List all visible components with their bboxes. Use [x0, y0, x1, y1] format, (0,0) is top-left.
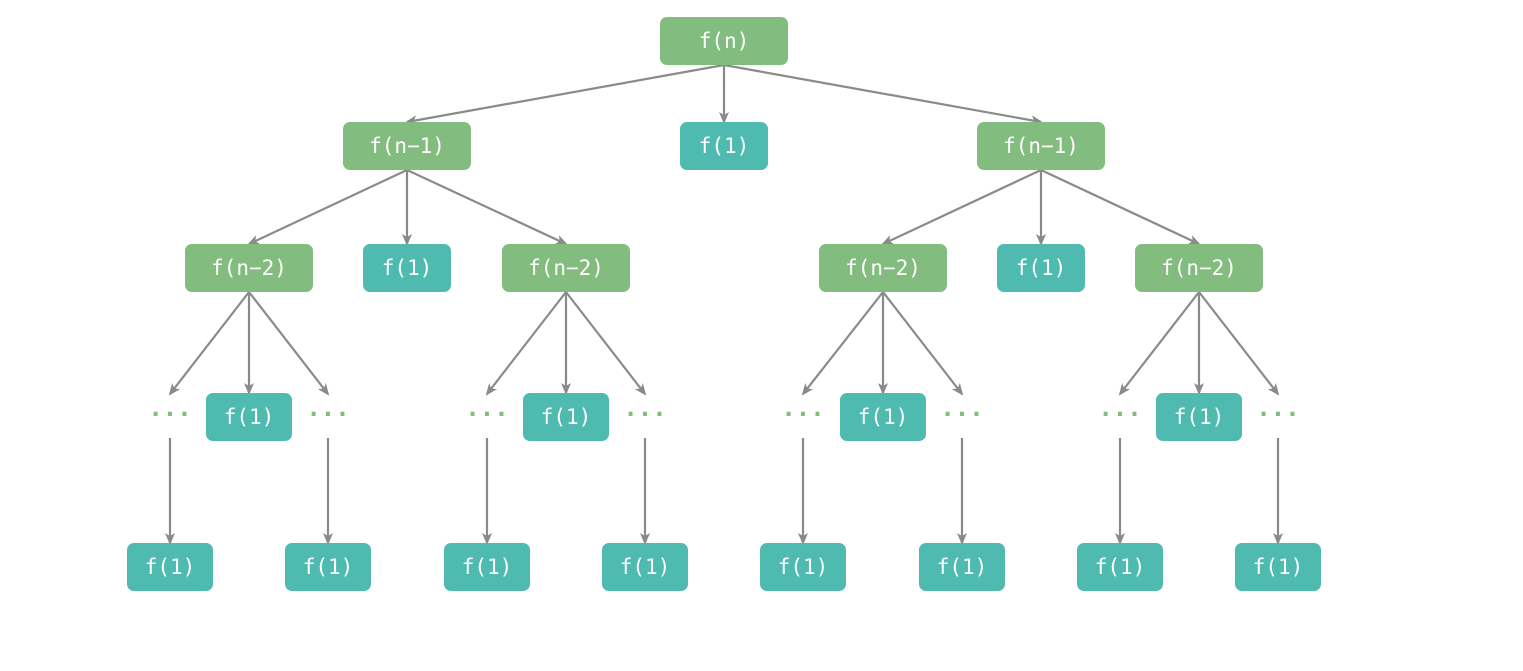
ellipsis-label: ···: [1256, 400, 1299, 428]
base-node-box: [602, 543, 688, 591]
node-label: f(1): [382, 256, 433, 280]
node-label: f(n−2): [211, 256, 287, 280]
edge-l1a-to-l2a: [247, 169, 408, 245]
node-b3: f(1): [840, 393, 926, 441]
node-label: f(1): [145, 555, 196, 579]
node-label: f(1): [937, 555, 988, 579]
node-label: f(1): [858, 405, 909, 429]
node-e7: ···: [1098, 400, 1141, 428]
ellipsis-label: ···: [940, 400, 983, 428]
base-node-box: [680, 122, 768, 170]
edge-l2c-to-e4: [565, 291, 647, 396]
node-label: f(1): [1174, 405, 1225, 429]
node-label: f(1): [303, 555, 354, 579]
node-root: f(n): [660, 17, 788, 65]
edge-l2c-to-e3: [485, 291, 567, 396]
node-b4: f(1): [1156, 393, 1242, 441]
node-label: f(1): [1253, 555, 1304, 579]
node-label: f(n−2): [1161, 256, 1237, 280]
node-label: f(n−1): [369, 134, 445, 158]
node-f4: f(1): [602, 543, 688, 591]
node-f3: f(1): [444, 543, 530, 591]
base-node-box: [523, 393, 609, 441]
node-l2f: f(n−2): [1135, 244, 1263, 292]
base-node-box: [997, 244, 1085, 292]
ellipsis-label: ···: [623, 400, 666, 428]
node-b2: f(1): [523, 393, 609, 441]
recursive-node-box: [977, 122, 1105, 170]
node-e4: ···: [623, 400, 666, 428]
node-f5: f(1): [760, 543, 846, 591]
node-label: f(n): [699, 29, 750, 53]
base-node-box: [206, 393, 292, 441]
node-l2e: f(1): [997, 244, 1085, 292]
node-l2a: f(n−2): [185, 244, 313, 292]
ellipsis-label: ···: [306, 400, 349, 428]
edges-layer: [165, 63, 1283, 545]
base-node-box: [919, 543, 1005, 591]
base-node-box: [1156, 393, 1242, 441]
node-f7: f(1): [1077, 543, 1163, 591]
node-e8: ···: [1256, 400, 1299, 428]
recursive-node-box: [819, 244, 947, 292]
node-l1b: f(1): [680, 122, 768, 170]
recursive-node-box: [185, 244, 313, 292]
node-label: f(n−1): [1003, 134, 1079, 158]
edge-root-to-l1c: [723, 63, 1043, 126]
base-node-box: [444, 543, 530, 591]
edge-l2f-to-e7: [1118, 291, 1200, 396]
node-label: f(1): [1016, 256, 1067, 280]
node-label: f(1): [620, 555, 671, 579]
node-l2b: f(1): [363, 244, 451, 292]
node-b1: f(1): [206, 393, 292, 441]
node-e6: ···: [940, 400, 983, 428]
node-label: f(1): [541, 405, 592, 429]
base-node-box: [285, 543, 371, 591]
base-node-box: [1077, 543, 1163, 591]
base-node-box: [840, 393, 926, 441]
base-node-box: [127, 543, 213, 591]
node-label: f(1): [699, 134, 750, 158]
edge-l2a-to-e1: [168, 291, 250, 396]
recursive-node-box: [1135, 244, 1263, 292]
node-l1a: f(n−1): [343, 122, 471, 170]
base-node-box: [760, 543, 846, 591]
node-l2c: f(n−2): [502, 244, 630, 292]
recursive-node-box: [502, 244, 630, 292]
ellipsis-label: ···: [1098, 400, 1141, 428]
node-label: f(1): [462, 555, 513, 579]
node-label: f(1): [778, 555, 829, 579]
edge-l1a-to-l2c: [406, 169, 568, 245]
ellipsis-label: ···: [148, 400, 191, 428]
nodes-layer: f(n) f(n−1) f(1) f(n−1) f(n−2) f(1) f(n−2) f(n−…: [127, 17, 1321, 591]
ellipsis-label: ···: [465, 400, 508, 428]
node-f6: f(1): [919, 543, 1005, 591]
node-label: f(n−2): [845, 256, 921, 280]
node-f2: f(1): [285, 543, 371, 591]
base-node-box: [1235, 543, 1321, 591]
edge-l2d-to-e5: [801, 291, 884, 396]
node-l1c: f(n−1): [977, 122, 1105, 170]
edge-l2f-to-e8: [1198, 291, 1280, 396]
node-e3: ···: [465, 400, 508, 428]
node-label: f(1): [1095, 555, 1146, 579]
node-e2: ···: [306, 400, 349, 428]
edge-l1c-to-l2d: [881, 169, 1042, 245]
edge-l1c-to-l2f: [1040, 169, 1201, 245]
edge-l2d-to-e6: [882, 291, 964, 396]
node-e5: ···: [781, 400, 824, 428]
node-f8: f(1): [1235, 543, 1321, 591]
node-label: f(1): [224, 405, 275, 429]
base-node-box: [363, 244, 451, 292]
node-l2d: f(n−2): [819, 244, 947, 292]
recursive-node-box: [660, 17, 788, 65]
edge-l2a-to-e2: [248, 291, 330, 396]
recursive-node-box: [343, 122, 471, 170]
ellipsis-label: ···: [781, 400, 824, 428]
node-e1: ···: [148, 400, 191, 428]
node-f1: f(1): [127, 543, 213, 591]
node-label: f(n−2): [528, 256, 604, 280]
edge-root-to-l1a: [405, 63, 725, 126]
